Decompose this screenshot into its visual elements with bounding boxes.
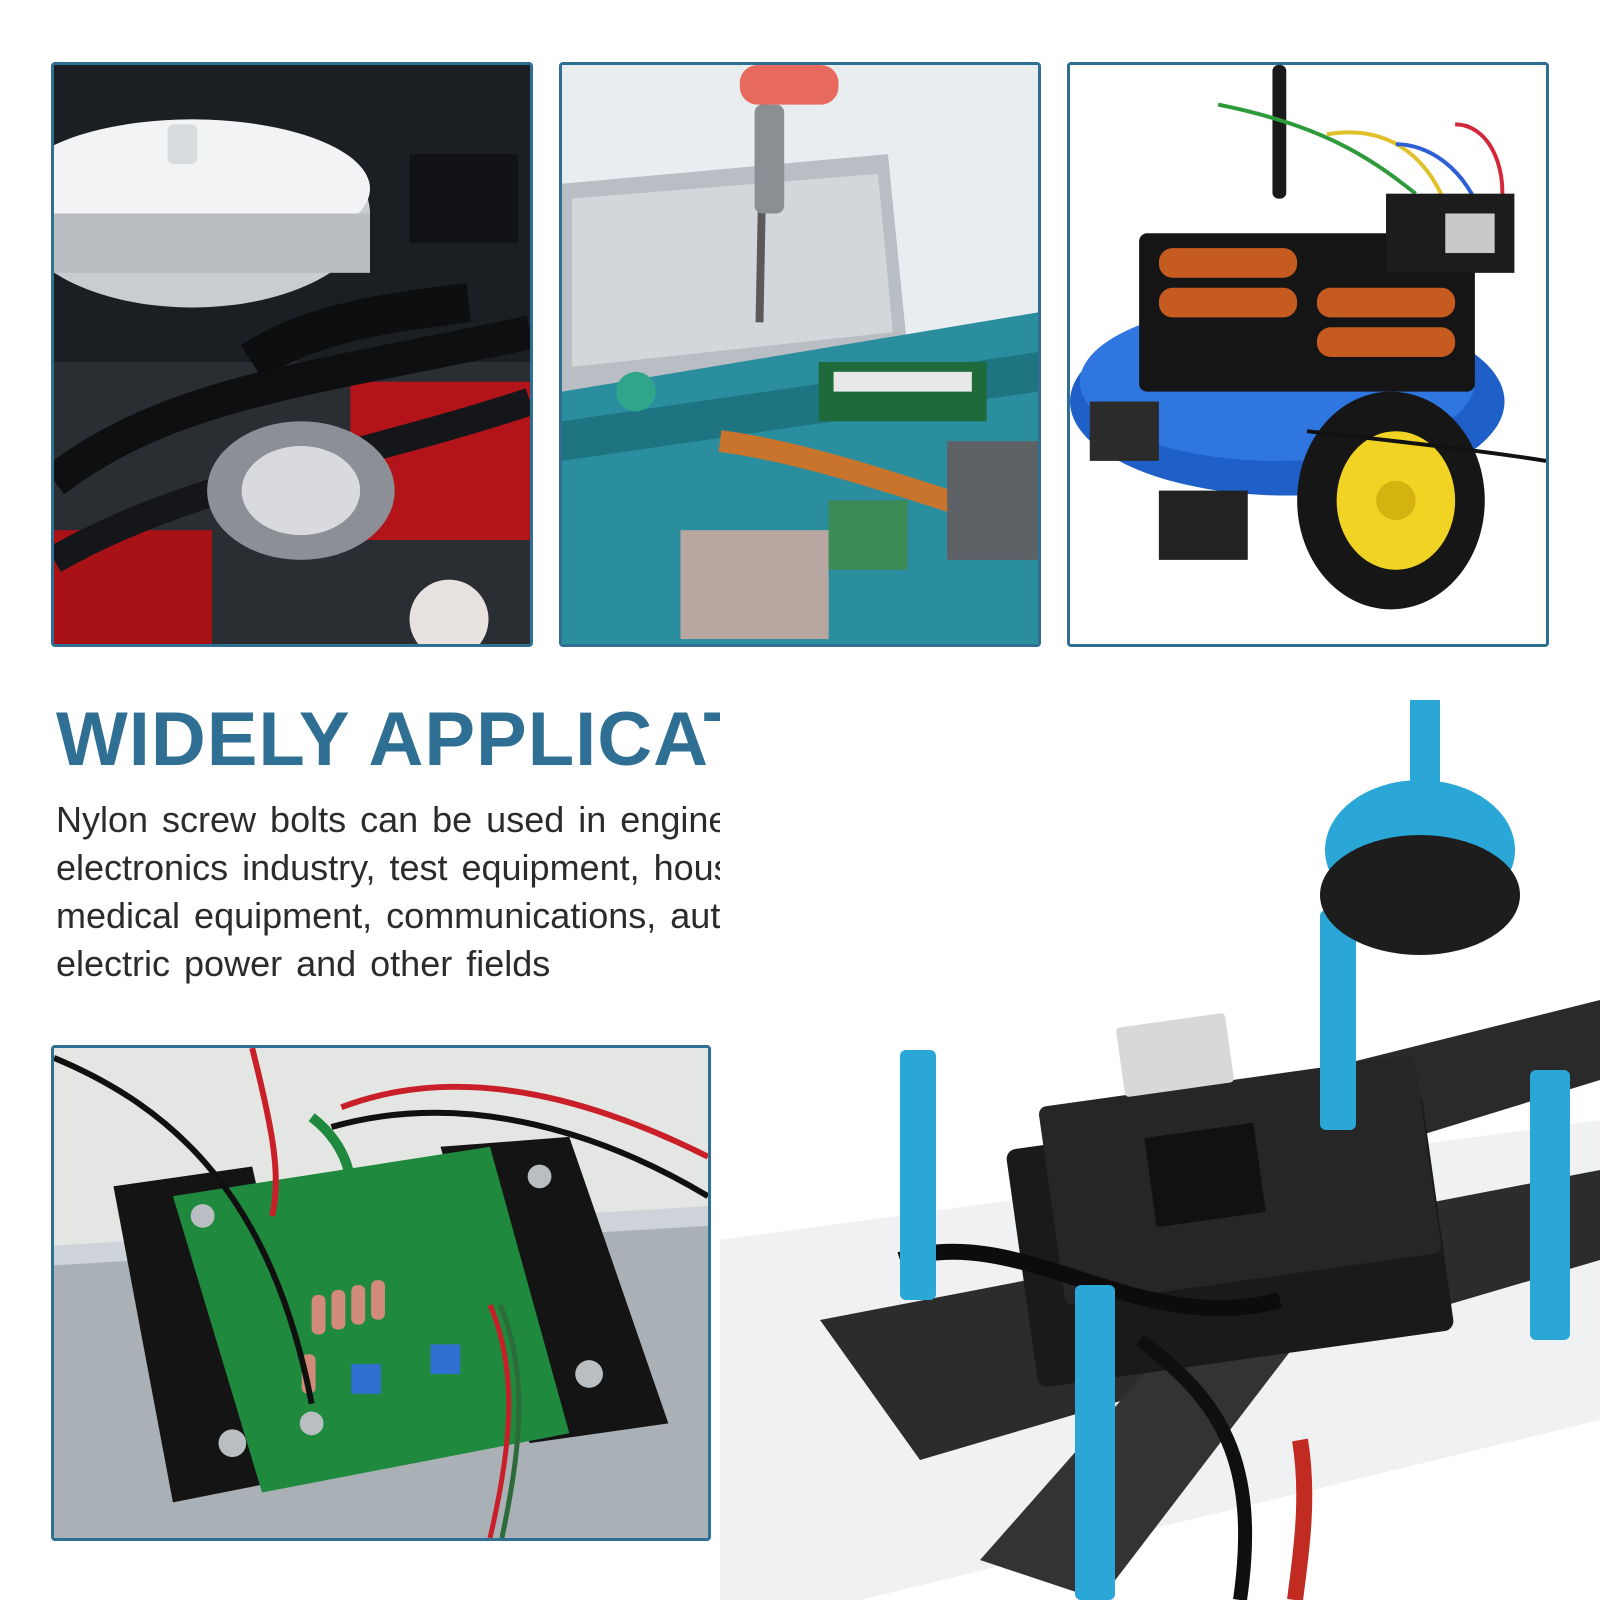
laptop-motherboard-photo — [559, 62, 1041, 647]
robot-car-illustration — [1070, 65, 1546, 644]
laptop-motherboard-illustration — [562, 65, 1038, 644]
quadcopter-drone-photo — [720, 700, 1600, 1600]
robot-car-photo — [1067, 62, 1549, 647]
car-engine-illustration — [54, 65, 530, 644]
quadcopter-illustration — [720, 700, 1600, 1600]
circuit-board-heatsink-photo — [51, 1045, 711, 1541]
car-engine-photo — [51, 62, 533, 647]
circuit-board-illustration — [54, 1048, 708, 1538]
